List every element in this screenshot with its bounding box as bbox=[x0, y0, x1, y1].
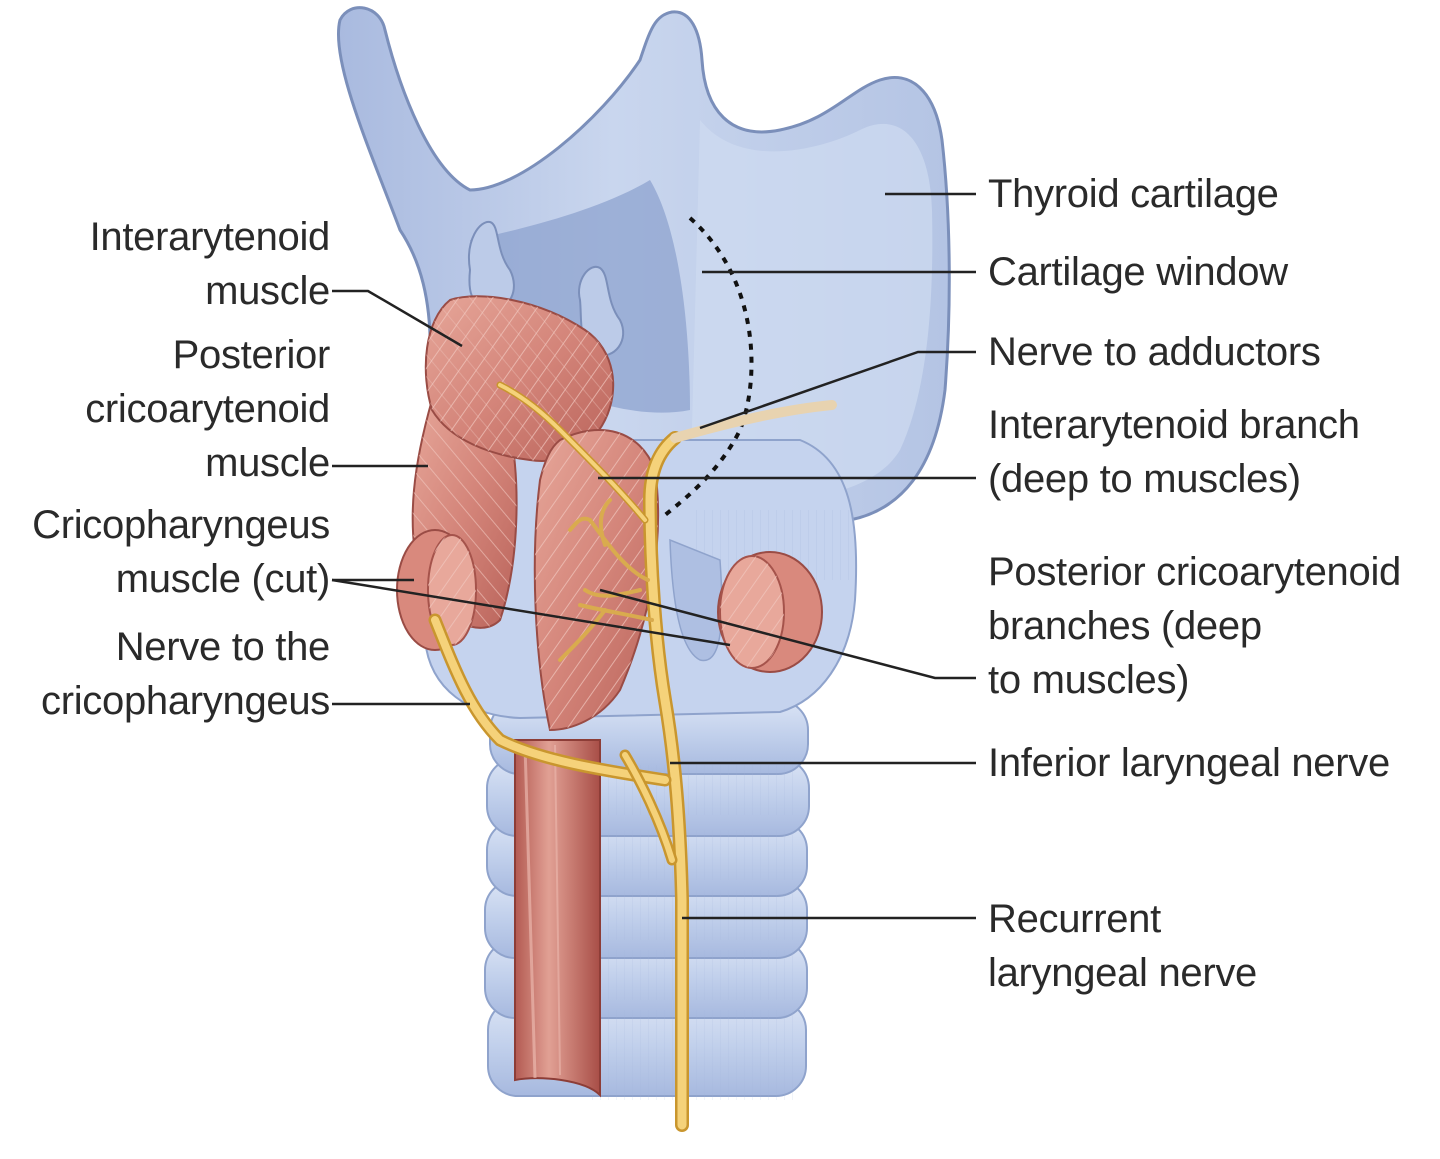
label-line: branches (deep bbox=[988, 604, 1262, 648]
label-interarytenoid-muscle: Interarytenoid muscle bbox=[89, 210, 331, 318]
label-interarytenoid-branch: Interarytenoid branch (deep to muscles) bbox=[988, 398, 1360, 506]
label-line: Posterior bbox=[172, 333, 331, 377]
label-cartilage-window: Cartilage window bbox=[988, 245, 1288, 299]
label-line: laryngeal nerve bbox=[988, 951, 1257, 995]
label-nerve-to-cricopharyngeus: Nerve to the cricopharyngeus bbox=[41, 620, 330, 728]
label-posterior-cricoarytenoid-branches: Posterior cricoarytenoid branches (deep … bbox=[988, 545, 1401, 707]
esophagus bbox=[514, 739, 601, 1098]
label-line: cricoarytenoid bbox=[85, 387, 330, 431]
leader-interarytenoid-muscle bbox=[332, 289, 463, 348]
label-line: Nerve to adductors bbox=[988, 330, 1321, 374]
leader-posterior-cricoarytenoid-branches bbox=[599, 588, 976, 680]
interarytenoid-muscle bbox=[424, 295, 615, 462]
label-line: muscle (cut) bbox=[115, 557, 331, 601]
label-recurrent-laryngeal-nerve: Recurrent laryngeal nerve bbox=[988, 892, 1257, 1000]
label-line: Cartilage window bbox=[988, 250, 1288, 294]
label-line: muscle bbox=[205, 269, 330, 313]
label-inferior-laryngeal-nerve: Inferior laryngeal nerve bbox=[988, 736, 1390, 790]
label-line: muscle bbox=[205, 441, 330, 485]
label-line: Recurrent bbox=[988, 897, 1161, 941]
label-line: Interarytenoid bbox=[89, 215, 331, 259]
leader-lines bbox=[331, 192, 976, 920]
label-line: Posterior cricoarytenoid bbox=[988, 550, 1401, 594]
label-line: Inferior laryngeal nerve bbox=[988, 741, 1390, 785]
leader-nerve-to-adductors bbox=[699, 350, 976, 430]
label-thyroid-cartilage: Thyroid cartilage bbox=[988, 167, 1279, 221]
label-line: to muscles) bbox=[988, 658, 1190, 702]
label-line: (deep to muscles) bbox=[988, 457, 1301, 501]
label-line: cricopharyngeus bbox=[41, 679, 330, 723]
label-line: Interarytenoid branch bbox=[988, 403, 1360, 447]
label-line: Nerve to the bbox=[115, 625, 331, 669]
label-nerve-to-adductors: Nerve to adductors bbox=[988, 325, 1321, 379]
label-cricopharyngeus-muscle: Cricopharyngeus muscle (cut) bbox=[32, 498, 330, 606]
label-line: Cricopharyngeus bbox=[32, 503, 330, 547]
leader-cricopharyngeus-right bbox=[331, 578, 731, 647]
label-posterior-cricoarytenoid-muscle: Posterior cricoarytenoid muscle bbox=[85, 328, 330, 490]
cricopharyngeus-cut-right bbox=[717, 551, 823, 673]
label-line: Thyroid cartilage bbox=[988, 172, 1279, 216]
